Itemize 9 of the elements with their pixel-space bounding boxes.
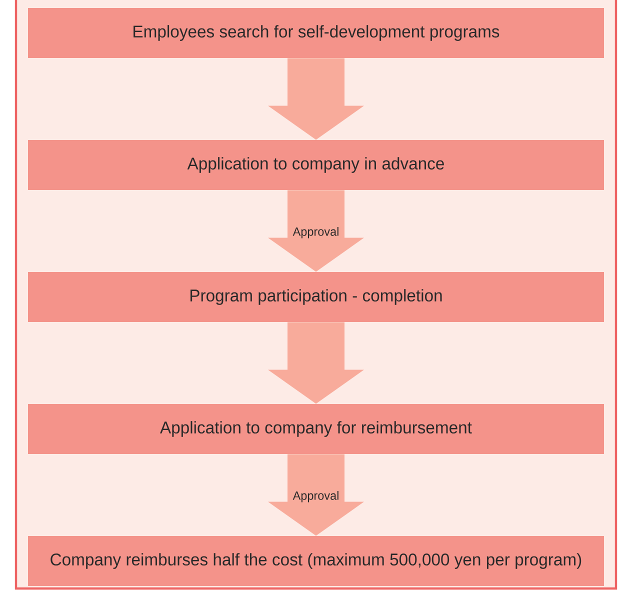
edge-label: Approval xyxy=(292,490,340,504)
process-box: Program participation - completion xyxy=(28,272,604,322)
block-arrow xyxy=(268,58,364,140)
edge-label: Approval xyxy=(292,226,340,240)
block-arrow xyxy=(268,322,364,404)
process-box: Employees search for self-development programs xyxy=(28,8,604,58)
process-box: Application to company in advance xyxy=(28,140,604,190)
process-box: Company reimburses half the cost (maximum 500,000 yen per program) xyxy=(28,536,604,586)
process-box: Application to company for reimbursement xyxy=(28,404,604,454)
